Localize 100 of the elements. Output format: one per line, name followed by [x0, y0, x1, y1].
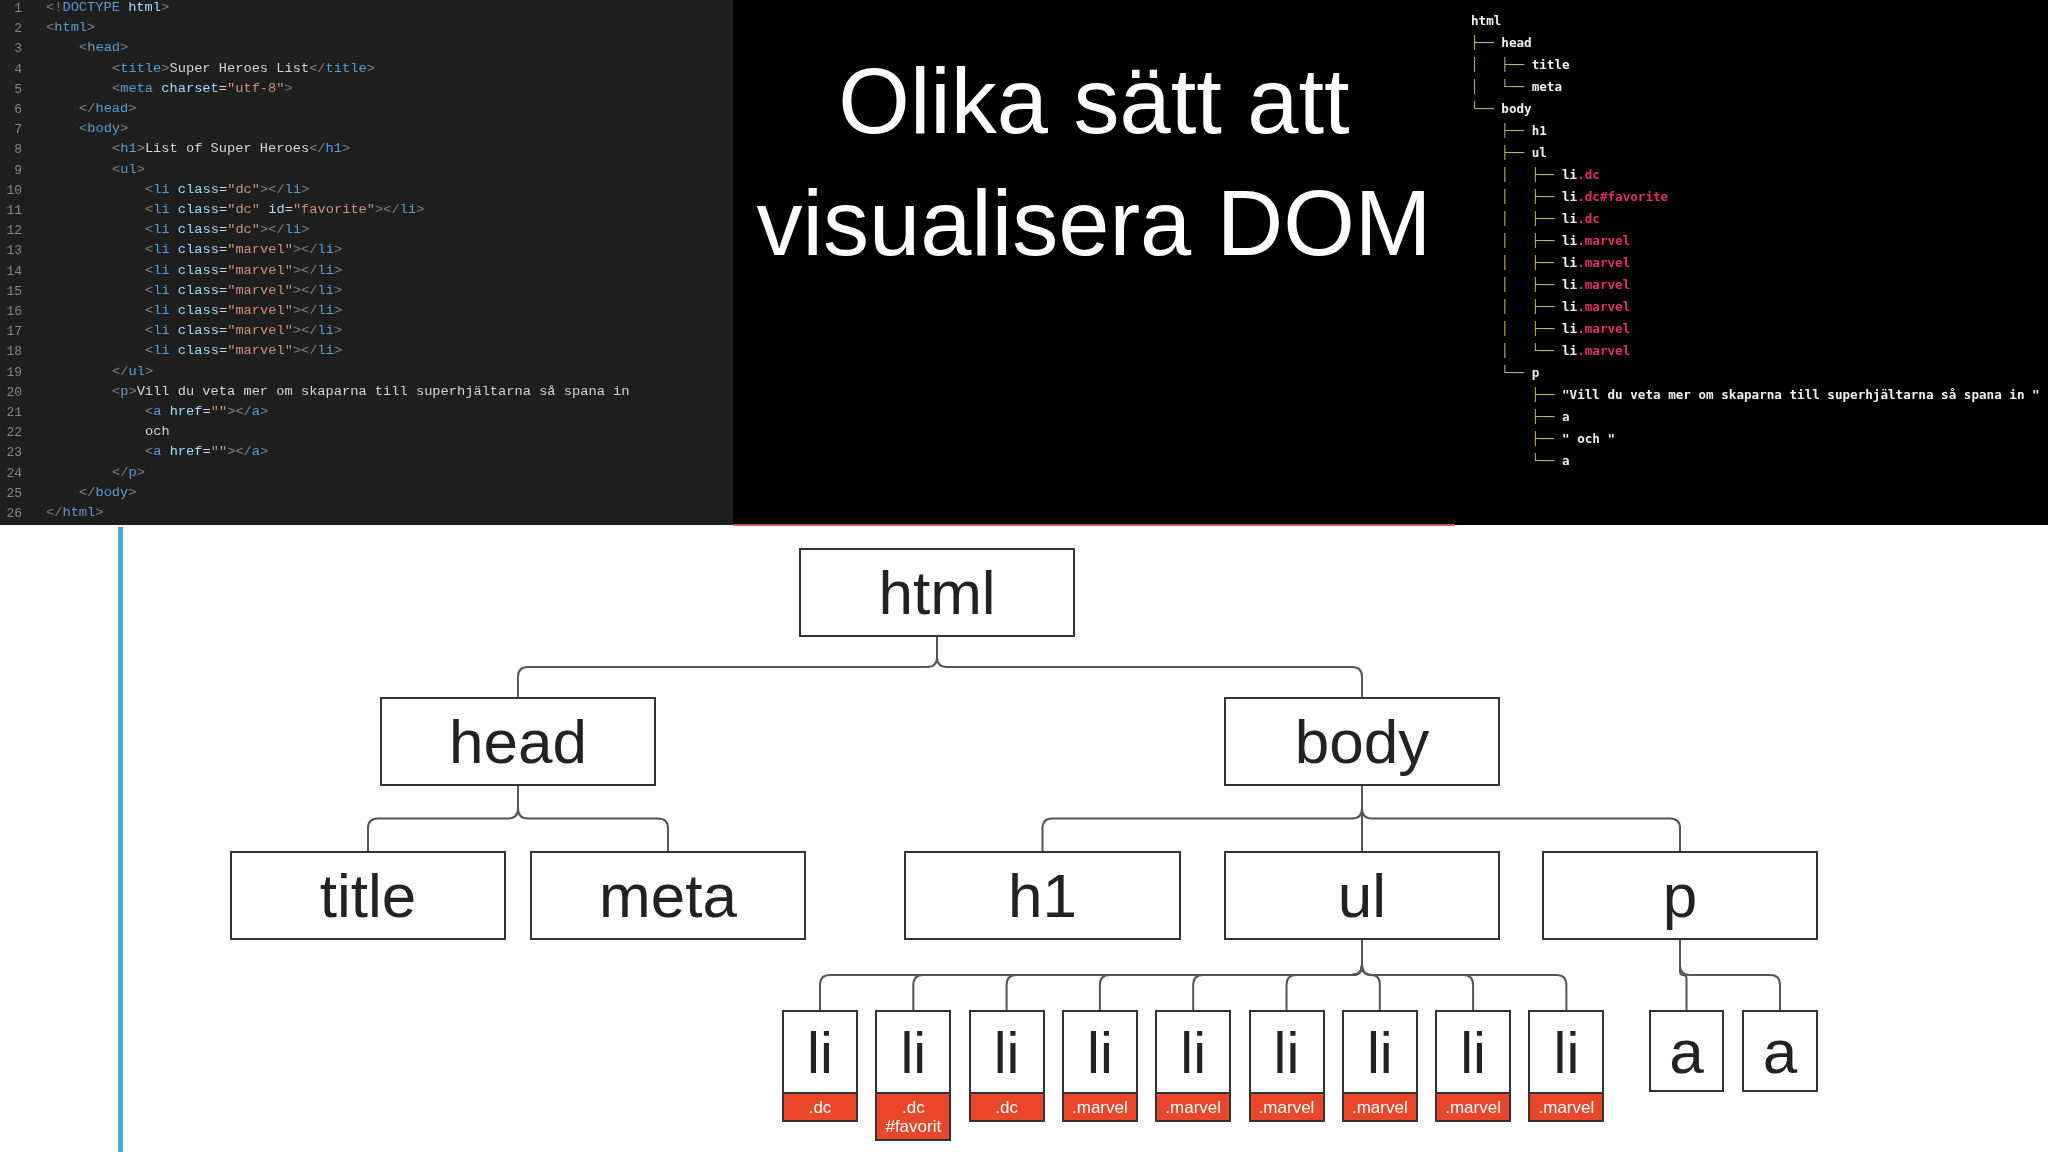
element-box [1528, 1010, 1605, 1122]
class-tag: .marvel [1343, 1092, 1416, 1120]
code-line: </ul> [112, 363, 154, 379]
tree-connector [1679, 939, 1781, 1011]
tag-label: html [878, 557, 996, 628]
tag-label: ul [1337, 860, 1387, 931]
element-box [799, 548, 1075, 637]
tag-label: title [319, 860, 417, 931]
element-box [1341, 1010, 1418, 1122]
tree-line: │ ├── li.marvel [1500, 233, 1631, 248]
element-box [1742, 1010, 1818, 1092]
code-line: <title>Super Heroes List</title> [112, 60, 375, 76]
tag-label: body [1294, 706, 1430, 777]
line-number: 8 [13, 142, 22, 158]
element-box [230, 851, 506, 940]
line-number: 5 [13, 81, 22, 97]
tag-label: li [1087, 1018, 1113, 1086]
tree-line: ├── head [1471, 35, 1532, 50]
element-box [1155, 1010, 1232, 1122]
code-line: <li class="dc"></li> [145, 222, 310, 238]
tree-line: html [1471, 13, 1502, 28]
class-tag: .marvel [1063, 1092, 1136, 1120]
tree-connector [517, 785, 669, 852]
code-line: </head> [79, 101, 137, 116]
line-number: 3 [13, 41, 22, 57]
tree-connector [1361, 939, 1568, 1011]
tree-line: ├── " och " [1530, 431, 1616, 446]
code-line: </p> [112, 464, 145, 480]
class-tag: .dc [970, 1092, 1043, 1120]
tag-label: li [1180, 1018, 1207, 1086]
element-box [1224, 851, 1500, 940]
class-tag: .dc [784, 1092, 856, 1120]
tree-line: │ ├── li.dc [1500, 167, 1600, 182]
line-number: 18 [5, 344, 22, 360]
line-number: 22 [5, 425, 22, 441]
code-line: <li class="marvel"></li> [145, 262, 343, 278]
tree-line: │ ├── li.dc#favorite [1500, 189, 1669, 204]
tag-label: li [1460, 1018, 1486, 1086]
code-line: <h1>List of Super Heroes</h1> [112, 141, 351, 157]
code-line: <li class="dc" id="favorite"></li> [145, 202, 425, 217]
code-line: <body> [79, 121, 129, 137]
tree-connector [1361, 785, 1681, 852]
tree-line: │ ├── li.marvel [1500, 255, 1631, 270]
line-number: 25 [5, 485, 22, 501]
code-line: <html> [46, 20, 96, 36]
code-line: <li class="marvel"></li> [145, 343, 343, 359]
code-line: <li class="marvel"></li> [145, 303, 343, 318]
tree-line: └── p [1500, 365, 1540, 380]
element-box [530, 851, 806, 940]
element-box [1248, 1010, 1325, 1122]
line-number: 12 [5, 223, 22, 239]
line-number: 19 [5, 364, 22, 380]
tree-line: │ ├── li.marvel [1500, 321, 1631, 336]
element-box [875, 1010, 952, 1141]
element-box [1435, 1010, 1512, 1122]
tree-line: ├── ul [1500, 145, 1547, 160]
tag-label: li [807, 1018, 833, 1086]
line-number: 24 [5, 465, 22, 481]
code-line: <a href=""></a> [145, 444, 269, 460]
code-line: <head> [79, 40, 129, 56]
tag-label: li [1273, 1018, 1300, 1086]
line-number: 13 [5, 243, 22, 259]
tree-line: ├── "Vill du veta mer om skaparna till superhjältarna så spana in " [1530, 387, 2040, 402]
line-number: 21 [5, 405, 22, 420]
element-box [1061, 1010, 1138, 1122]
line-number: 2 [13, 21, 22, 37]
line-number: 10 [5, 182, 22, 198]
tag-label: a [1762, 1015, 1798, 1087]
tree-line: └── a [1530, 453, 1570, 468]
code-line: <li class="marvel"></li> [145, 323, 343, 339]
tree-line: │ ├── li.dc [1500, 211, 1600, 226]
tree-line: ├── a [1530, 409, 1570, 424]
code-line: </body> [79, 484, 137, 500]
element-box [1224, 697, 1500, 786]
element-box [782, 1010, 858, 1122]
class-tag: .marvel [1250, 1092, 1323, 1120]
slide-title: Olika sätt att visualisera DOM [755, 49, 1433, 276]
line-number: 20 [5, 384, 22, 400]
tag-label: a [1669, 1015, 1704, 1087]
line-number: 11 [5, 203, 22, 218]
code-line: <!DOCTYPE html> [46, 0, 170, 15]
element-box [1649, 1010, 1724, 1092]
element-box [1542, 851, 1818, 940]
line-number: 6 [13, 102, 22, 117]
class-tag: .marvel [1530, 1092, 1603, 1120]
tag-label: li [1366, 1018, 1393, 1086]
class-tag: .marvel [1437, 1092, 1510, 1120]
tag-label: head [449, 706, 587, 777]
tree-line: │ └── li.marvel [1500, 343, 1631, 358]
element-box [380, 697, 656, 786]
tag-label: meta [599, 860, 737, 931]
code-line: <ul> [112, 161, 145, 177]
code-line: </html> [46, 505, 104, 520]
tree-line: │ ├── title [1471, 57, 1570, 72]
code-line: <meta charset="utf-8"> [112, 80, 293, 96]
tag-label: li [900, 1018, 927, 1086]
line-number: 4 [13, 61, 22, 77]
tree-line: │ ├── li.marvel [1500, 299, 1631, 314]
tag-label: li [993, 1018, 1020, 1086]
line-number: 14 [5, 263, 22, 279]
